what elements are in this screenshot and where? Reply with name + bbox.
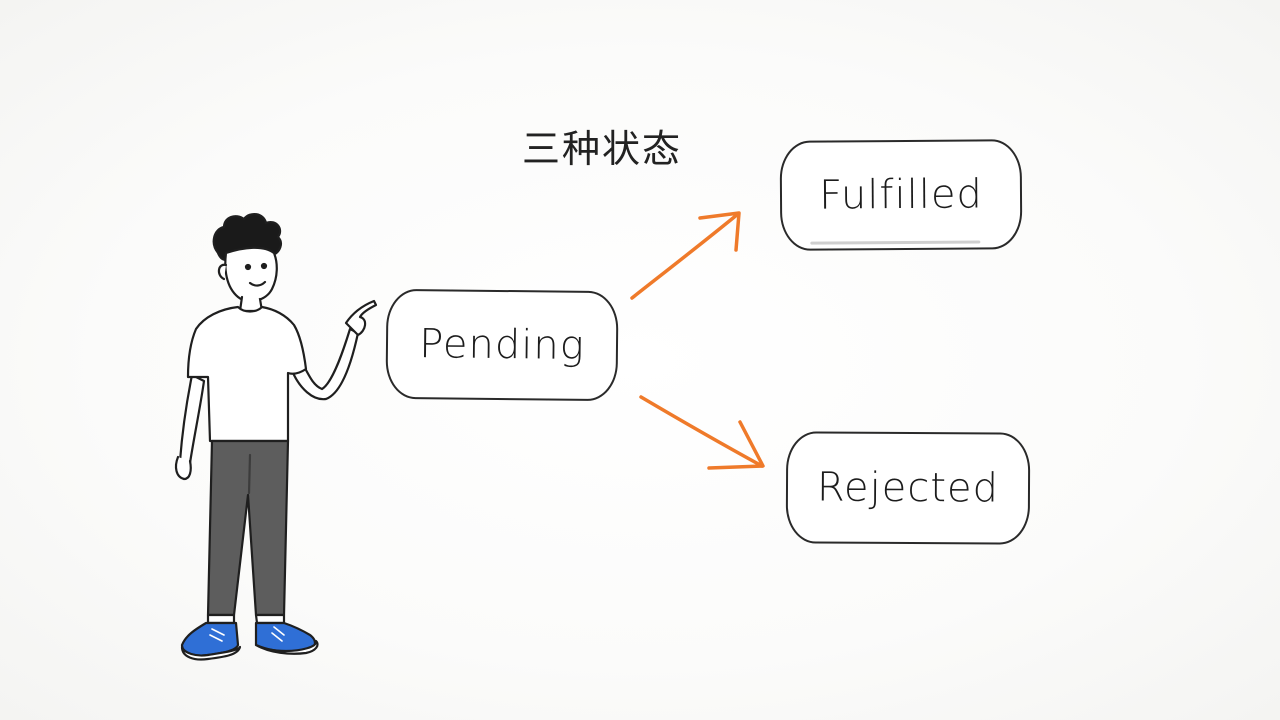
mouth: [248, 280, 267, 287]
state-label-pending: Pending: [418, 321, 585, 369]
head: [224, 246, 278, 303]
eye-right: [260, 262, 268, 270]
state-node-pending: Pending: [385, 288, 619, 402]
sock-right: [254, 613, 286, 625]
arrow-to-rejected-shaft: [639, 395, 764, 468]
arm-left: [178, 373, 206, 465]
arrow-to-fulfilled-head: [698, 211, 741, 252]
laces-left: [209, 628, 225, 642]
shoe-left-sole: [180, 645, 242, 661]
state-node-fulfilled: Fulfilled: [779, 139, 1023, 251]
hand-right: [344, 299, 378, 337]
state-label-fulfilled: Fulfilled: [818, 171, 984, 219]
pants: [206, 439, 290, 617]
arrow-to-fulfilled: [630, 211, 741, 300]
pants-seam: [247, 453, 252, 495]
eye-left: [244, 263, 252, 271]
state-node-rejected: Rejected: [785, 431, 1031, 545]
laces-right: [271, 626, 285, 642]
diagram-title: 三种状态: [522, 127, 683, 171]
shoe-right-sole: [254, 639, 319, 655]
tshirt: [186, 305, 308, 443]
arrow-to-rejected-head: [707, 420, 765, 470]
sock-left: [206, 613, 236, 625]
state-label-rejected: Rejected: [816, 464, 1000, 512]
hand-left: [174, 455, 192, 481]
ear: [217, 263, 228, 281]
arrow-to-rejected: [639, 395, 765, 470]
arrow-to-fulfilled-shaft: [630, 212, 740, 300]
person-pointing-illustration: [174, 213, 378, 661]
